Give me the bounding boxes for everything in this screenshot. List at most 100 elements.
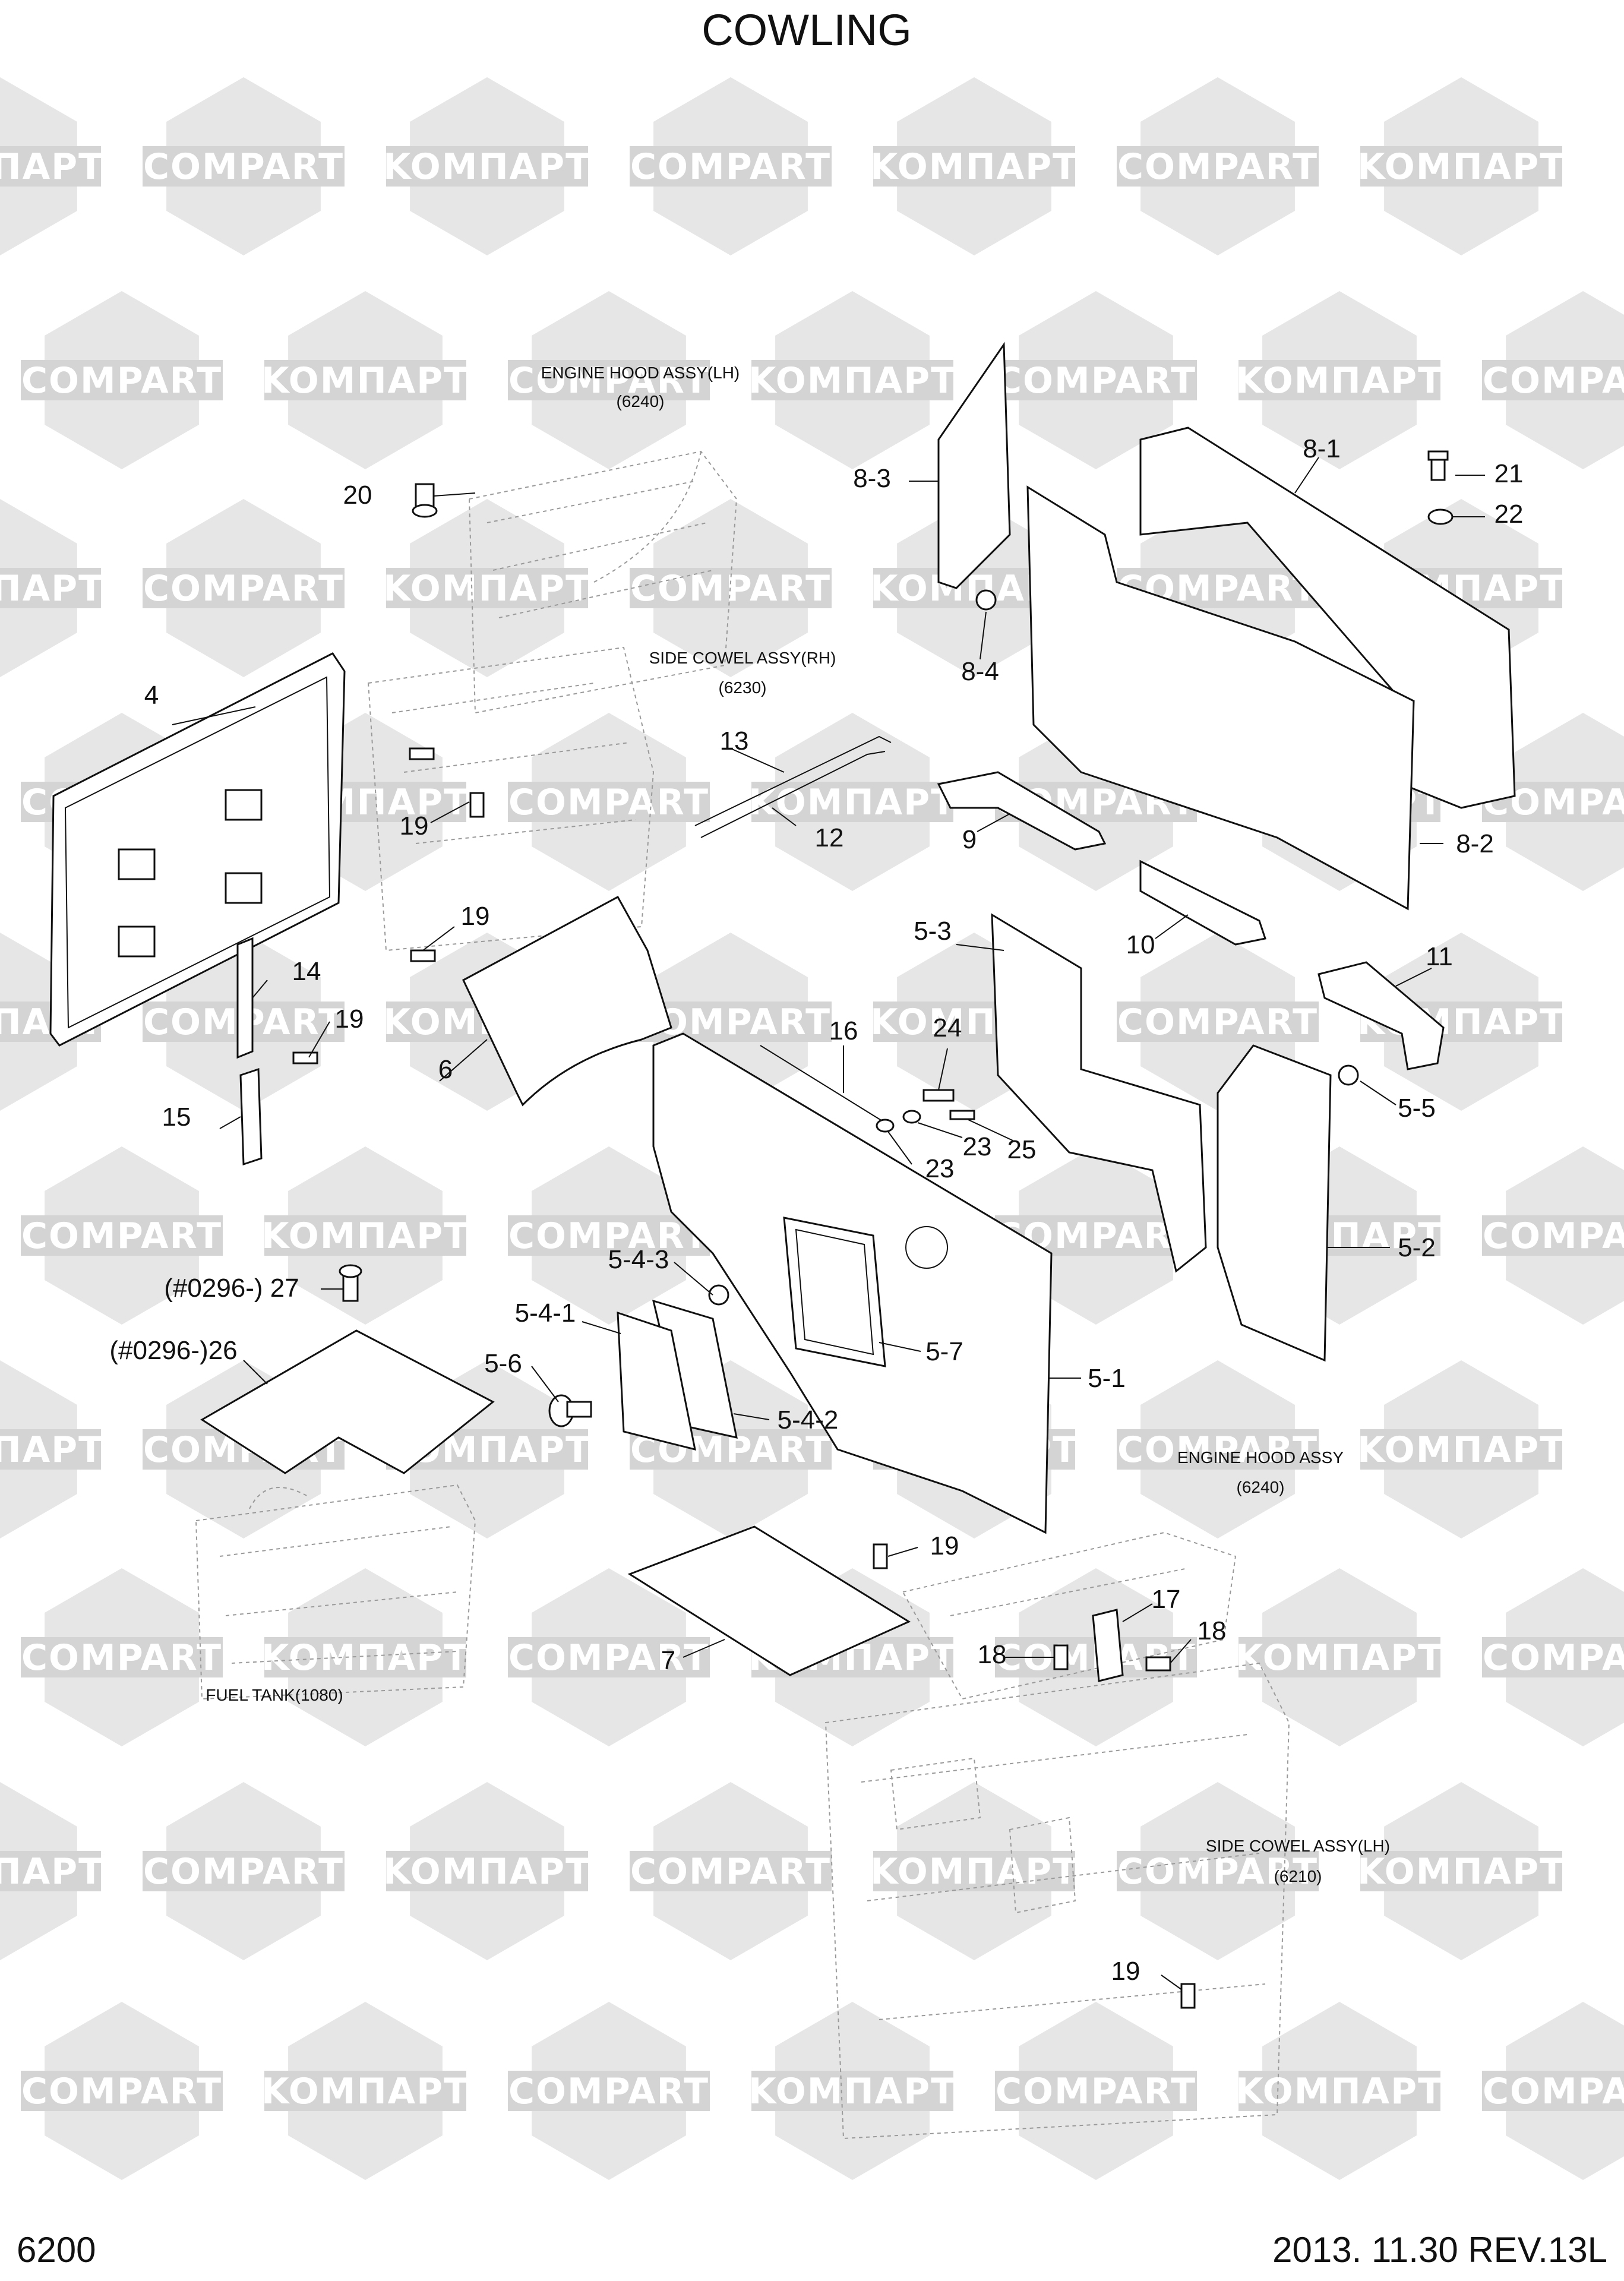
watermark-text: COMPART: [996, 2071, 1196, 2112]
watermark-band: [873, 1851, 1075, 1891]
watermark-band: [21, 1215, 223, 1256]
watermark-text: KOMПAPT: [748, 360, 956, 402]
part-15-bracket: [239, 1067, 263, 1166]
watermark-text: KOMПAPT: [383, 146, 591, 188]
watermark-band: [0, 568, 101, 608]
watermark-band: [508, 782, 710, 822]
part-5-2-panel: [1217, 1044, 1332, 1362]
watermark-text: COMPART: [508, 782, 709, 823]
page-title: COWLING: [702, 5, 912, 55]
part-7-plate: [627, 1525, 911, 1676]
ref-engine-hood-code: (6240): [1237, 1478, 1285, 1496]
callout-15: 15: [162, 1102, 191, 1132]
bolt-19-a: [409, 747, 435, 760]
watermark-band: [751, 360, 953, 400]
watermark-text: KOMПAPT: [1236, 2071, 1443, 2112]
bolt-24: [922, 1089, 955, 1102]
ref-side-cowel-rh: SIDE COWEL ASSY(RH): [649, 649, 836, 667]
watermark-text: KOMПAPT: [0, 1851, 104, 1893]
watermark-band: [1482, 1215, 1624, 1256]
callouts: 4 19 19 19 19 19 20 14 15 6 13 12 8-3 8-…: [109, 434, 1523, 1986]
watermark-text: KOMПAPT: [748, 2071, 956, 2112]
callout-19: 19: [461, 902, 490, 931]
part-12-rod: [700, 751, 886, 838]
watermark-text: COMPART: [630, 146, 831, 188]
callout-5-4-1: 5-4-1: [515, 1299, 576, 1328]
part-5-1-hole: [905, 1226, 948, 1269]
watermark-band: [1360, 1429, 1562, 1470]
part-26-plate: [200, 1329, 495, 1474]
part-14-bracket: [236, 937, 254, 1059]
watermark-text: COMPART: [508, 360, 709, 402]
part-10-duct: [1139, 860, 1266, 946]
watermark-band: [630, 1851, 832, 1891]
watermark-band: [1238, 2071, 1440, 2111]
watermark-text: COMPART: [1483, 1215, 1624, 1257]
watermark-band: [21, 2071, 223, 2111]
bolt-5-6: [548, 1394, 592, 1427]
callout-16: 16: [829, 1016, 858, 1045]
callout-26: (#0296-)26: [109, 1336, 237, 1365]
watermark-text: COMPART: [630, 1851, 831, 1893]
knob-5-4-3: [708, 1284, 729, 1306]
watermark-text: KOMПAPT: [261, 360, 469, 402]
watermark-band: [508, 1637, 710, 1677]
watermark-band: [1117, 1429, 1319, 1470]
ghost-engine-hood-lh: [468, 450, 738, 714]
callout-5-7: 5-7: [925, 1337, 963, 1366]
part-8-3-panel: [937, 342, 1011, 589]
callout-10: 10: [1126, 930, 1155, 959]
watermark-text: KOMПAPT: [0, 146, 104, 188]
callout-5-5: 5-5: [1398, 1094, 1436, 1123]
ref-engine-hood: ENGINE HOOD ASSY: [1177, 1448, 1344, 1467]
callout-7: 7: [661, 1646, 675, 1675]
watermark-text: KOMПAPT: [748, 782, 956, 823]
watermark-text: KOMПAPT: [1357, 1851, 1565, 1893]
watermark-band: [143, 568, 345, 608]
watermark-text: COMPART: [1483, 1637, 1624, 1679]
callout-20: 20: [343, 481, 372, 510]
callout-19: 19: [335, 1004, 364, 1034]
watermark-band: [0, 1429, 101, 1470]
watermark-band: [264, 2071, 466, 2111]
ghost-fuel-tank: [195, 1484, 476, 1700]
callout-8-1: 8-1: [1303, 434, 1341, 463]
callout-24: 24: [933, 1013, 962, 1042]
ghost-side-cowel-lh: [824, 1662, 1290, 2140]
callout-9: 9: [962, 825, 977, 854]
watermark-band: [995, 360, 1197, 400]
part-5-4-1-cover: [617, 1311, 696, 1451]
watermark-text: COMPART: [143, 146, 344, 188]
watermark-band: [873, 146, 1075, 187]
knob-5-5: [1338, 1064, 1359, 1086]
watermark-text: COMPART: [996, 360, 1196, 402]
callout-5-2: 5-2: [1398, 1233, 1436, 1262]
watermark-band: [264, 360, 466, 400]
bolt-19-d: [292, 1051, 318, 1064]
watermark-text: KOMПAPT: [870, 146, 1078, 188]
callout-17: 17: [1152, 1585, 1181, 1614]
watermark-text: KOMПAPT: [1236, 360, 1443, 402]
watermark-band: [630, 146, 832, 187]
watermark-text: COMPART: [21, 1215, 222, 1257]
watermark-text: COMPART: [508, 1215, 709, 1257]
callout-5-3: 5-3: [914, 917, 952, 946]
callout-22: 22: [1495, 500, 1524, 529]
watermark-band: [143, 1851, 345, 1891]
ref-engine-hood-lh: ENGINE HOOD ASSY(LH): [541, 364, 740, 382]
watermark-text: COMPART: [1117, 146, 1318, 188]
watermark-band: [264, 1637, 466, 1677]
watermark-text: KOMПAPT: [0, 1429, 104, 1471]
watermark-band: [386, 146, 588, 187]
callout-8-4: 8-4: [961, 657, 999, 686]
ref-side-cowel-rh-code: (6230): [719, 678, 767, 697]
watermark-band: [1117, 146, 1319, 187]
watermark-band: [1482, 360, 1624, 400]
watermark-band: [508, 1215, 710, 1256]
watermark-band: [1482, 2071, 1624, 2111]
watermark-text: KOMПAPT: [1357, 1429, 1565, 1471]
watermark-text: COMPART: [143, 1851, 344, 1893]
page-number: 6200: [17, 2230, 96, 2270]
watermark-text: COMPART: [1117, 1002, 1318, 1043]
